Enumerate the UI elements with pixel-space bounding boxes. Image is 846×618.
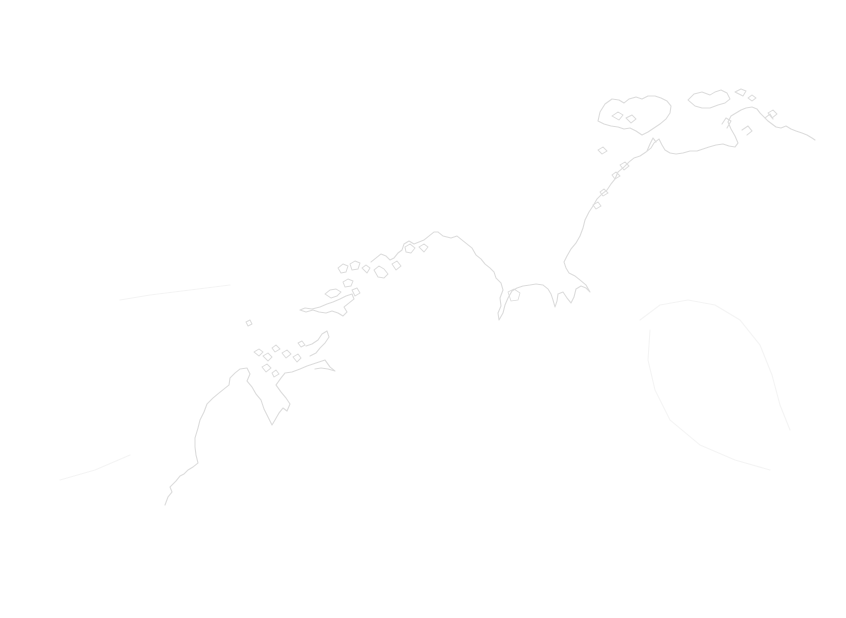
finnmark-fjords [646, 113, 774, 152]
mainland-coastline [164, 106, 816, 506]
island-group-vesteralen [324, 260, 371, 299]
inland-contours [59, 284, 791, 481]
island-group-finnmark [592, 88, 778, 210]
soroya-island [597, 95, 672, 136]
lofoten-coastline [299, 293, 355, 317]
troms-coastline [370, 231, 439, 263]
island-group-troms [373, 243, 429, 279]
island-tromso-small [507, 288, 521, 302]
island-group-vestfjord [245, 319, 306, 378]
